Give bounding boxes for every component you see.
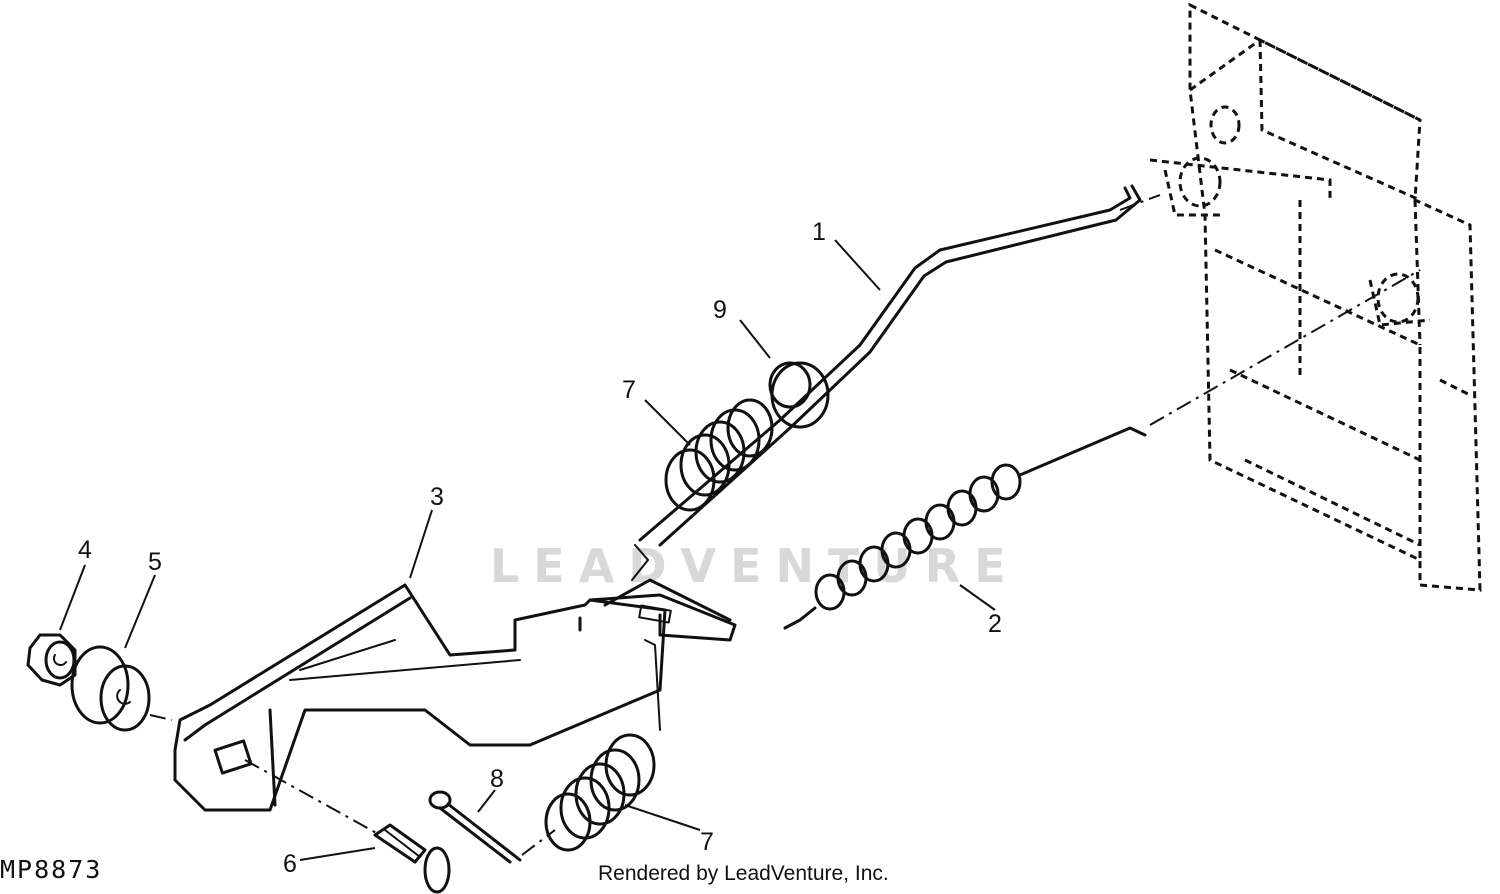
spring-part-2 (783, 269, 1421, 630)
credit-text: Rendered by LeadVenture, Inc. (598, 862, 889, 885)
spring-part-7-lower (544, 733, 656, 852)
rod-part-1 (631, 184, 1142, 581)
callout-9: 9 (713, 296, 727, 324)
assembly-lines (149, 194, 1161, 856)
leader-lines (59, 239, 996, 861)
callout-4: 4 (78, 536, 92, 564)
pulley-part-5 (70, 645, 151, 732)
callout-1: 1 (812, 218, 826, 246)
washer-part-9 (768, 361, 830, 429)
watermark: LEADVENTURE (490, 539, 1020, 593)
callout-3: 3 (430, 483, 444, 511)
callout-8: 8 (490, 765, 504, 793)
housing-phantom (1149, 2, 1482, 592)
nut-part-4 (26, 633, 77, 687)
callout-2: 2 (988, 610, 1002, 638)
callout-7-lower: 7 (700, 828, 714, 856)
callout-6: 6 (283, 850, 297, 878)
spring-part-7-upper (664, 398, 774, 512)
cotter-pin-part-8 (428, 790, 522, 864)
pedal-arm-part-3 (173, 578, 737, 812)
figure-id: MP8873 (0, 855, 102, 884)
callout-5: 5 (148, 548, 162, 576)
callout-7-upper: 7 (622, 376, 636, 404)
bolt-part-6 (373, 823, 451, 894)
